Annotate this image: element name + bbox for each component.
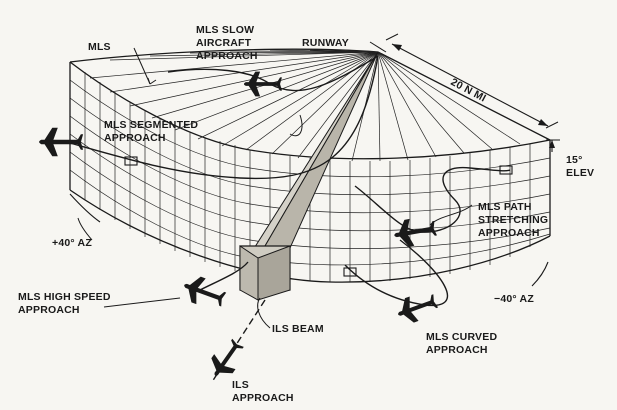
segment-marker: [124, 156, 138, 166]
airplane-icon: [393, 288, 441, 327]
label-segmented-1: MLS SEGMENTED: [104, 119, 198, 131]
label-ils-approach-1: ILS: [232, 379, 249, 391]
label-runway: RUNWAY: [302, 37, 349, 49]
label-az-right: −40° AZ: [494, 293, 534, 305]
azimuth-dimensions: [69, 193, 549, 287]
label-range: 20 N MI: [449, 76, 488, 105]
label-curved-2: APPROACH: [426, 344, 488, 356]
range-dimension: [385, 33, 559, 129]
label-stretch-1: MLS PATH: [478, 201, 532, 213]
label-slow-3: APPROACH: [196, 50, 258, 62]
ils-beam: [239, 51, 379, 301]
label-segmented-2: APPROACH: [104, 132, 166, 144]
leader-lines: [77, 41, 473, 329]
label-mls: MLS: [88, 41, 111, 53]
airplane-icon: [204, 335, 249, 384]
label-slow-1: MLS SLOW: [196, 24, 254, 36]
diagram-labels: MLS MLS SLOW AIRCRAFT APPROACH RUNWAY 20…: [18, 24, 594, 404]
elevation-dimension: [546, 139, 560, 152]
airplane-icon: [179, 272, 229, 313]
label-elev-1: 15°: [566, 154, 582, 166]
label-slow-2: AIRCRAFT: [196, 37, 252, 49]
label-stretch-3: APPROACH: [478, 227, 540, 239]
label-az-left: +40° AZ: [52, 237, 92, 249]
top-surface-grid: [89, 49, 521, 162]
curved-marker: [343, 267, 357, 277]
label-high-speed-2: APPROACH: [18, 304, 80, 316]
label-ils-approach-2: APPROACH: [232, 392, 294, 404]
stretch-marker: [499, 165, 513, 175]
label-high-speed-1: MLS HIGH SPEED: [18, 291, 111, 303]
label-curved-1: MLS CURVED: [426, 331, 497, 343]
label-stretch-2: STRETCHING: [478, 214, 548, 226]
label-elev-2: ELEV: [566, 167, 594, 179]
label-ils-beam: ILS BEAM: [272, 323, 324, 335]
airplane-icon: [39, 127, 84, 157]
